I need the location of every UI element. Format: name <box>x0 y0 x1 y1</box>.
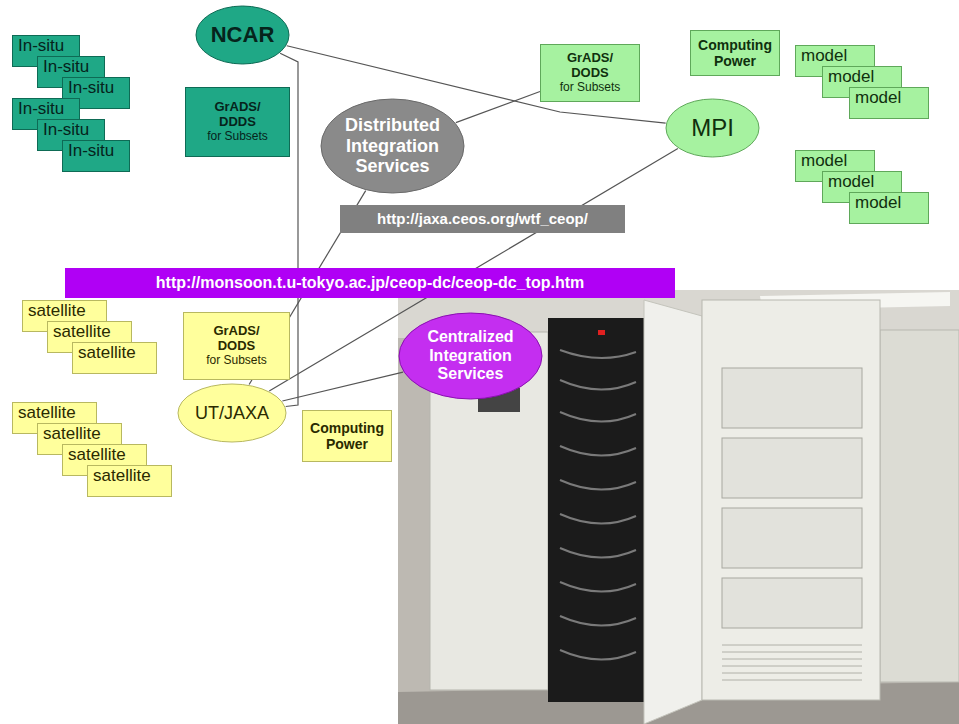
integration-ellipse: Centralized Integration Services <box>398 312 543 400</box>
node-label: In-situ <box>68 78 114 98</box>
node-label: model <box>828 67 874 87</box>
vent-line <box>722 680 862 681</box>
node-label: NCAR <box>211 22 275 47</box>
node-label: model <box>828 172 874 192</box>
rack-cables <box>560 350 636 660</box>
satellite-box: satellite <box>87 465 172 497</box>
node-sublabel: for Subsets <box>206 354 267 368</box>
ellipse-shape <box>321 99 464 193</box>
ellipse-shape <box>399 313 542 399</box>
cable <box>560 446 636 456</box>
satellite-box: satellite <box>72 342 157 374</box>
node-label: Computing Power <box>310 420 384 452</box>
node-label: http://monsoon.t.u-tokyo.ac.jp/ceop-dc/c… <box>156 274 584 292</box>
node-label: model <box>855 88 901 108</box>
connector-line <box>456 91 540 122</box>
node-label: GrADS/ DDDS <box>214 100 260 130</box>
subset-service-box: GrADS/ DODSfor Subsets <box>540 44 640 102</box>
subset-service-box: GrADS/ DDDSfor Subsets <box>185 87 290 157</box>
far-cabinet <box>880 330 959 682</box>
node-label: Centralized Integration Services <box>427 328 513 383</box>
node-label: model <box>801 46 847 66</box>
node-sublabel: for Subsets <box>560 81 621 95</box>
model-box: model <box>849 192 929 224</box>
node-label: satellite <box>43 424 101 444</box>
cable <box>560 380 636 390</box>
cable <box>560 548 636 558</box>
cable <box>560 616 636 626</box>
cable <box>560 582 636 592</box>
vent-line <box>722 673 862 674</box>
subset-service-box: GrADS/ DODSfor Subsets <box>183 312 290 380</box>
vent-line <box>722 645 862 646</box>
vent-line <box>722 659 862 660</box>
right-cabinet <box>702 300 880 700</box>
cable <box>560 350 636 358</box>
node-label: Computing Power <box>698 37 772 69</box>
cabinet-panel <box>722 368 862 428</box>
node-label: In-situ <box>43 120 89 140</box>
vent-line <box>722 666 862 667</box>
node-label: model <box>855 193 901 213</box>
cable <box>560 650 636 660</box>
site-ellipse: NCAR <box>195 5 290 65</box>
node-label: In-situ <box>68 141 114 161</box>
node-label: satellite <box>53 322 111 342</box>
integration-ellipse: Distributed Integration Services <box>320 98 465 194</box>
url-band: http://jaxa.ceos.org/wtf_ceop/ <box>340 205 625 233</box>
node-label: In-situ <box>18 99 64 119</box>
site-ellipse: MPI <box>665 98 760 158</box>
node-label: UT/JAXA <box>195 403 269 424</box>
cable <box>560 480 636 490</box>
node-label: model <box>801 151 847 171</box>
open-door <box>644 300 702 724</box>
connector-line <box>282 372 403 401</box>
node-label: satellite <box>93 466 151 486</box>
node-label: satellite <box>28 301 86 321</box>
vent-line <box>722 652 862 653</box>
computing-power-box: Computing Power <box>302 410 392 462</box>
cable <box>560 412 636 422</box>
node-label: satellite <box>68 445 126 465</box>
node-label: satellite <box>78 343 136 363</box>
cable <box>560 514 636 524</box>
node-label: MPI <box>691 114 734 142</box>
node-label: http://jaxa.ceos.org/wtf_ceop/ <box>377 210 588 227</box>
photo-wall <box>398 290 959 724</box>
node-label: GrADS/ DODS <box>213 324 259 354</box>
url-band: http://monsoon.t.u-tokyo.ac.jp/ceop-dc/c… <box>65 268 675 298</box>
ellipse-shape <box>196 6 289 64</box>
cabinet-panel <box>722 508 862 568</box>
node-label: GrADS/ DODS <box>567 51 613 81</box>
node-label: satellite <box>18 403 76 423</box>
cabinet-panel <box>722 438 862 498</box>
ellipse-shape <box>178 384 286 442</box>
site-ellipse: UT/JAXA <box>177 383 287 443</box>
cabinet-vent <box>722 645 862 680</box>
node-label: Distributed Integration Services <box>345 115 440 177</box>
cabinet-panel <box>722 578 862 628</box>
open-rack <box>548 318 646 702</box>
node-label: In-situ <box>18 36 64 56</box>
computing-power-box: Computing Power <box>690 30 780 76</box>
model-box: model <box>849 87 929 119</box>
in-situ-box: In-situ <box>62 140 130 172</box>
node-label: In-situ <box>43 57 89 77</box>
node-sublabel: for Subsets <box>207 130 268 144</box>
status-light <box>598 330 605 335</box>
ellipse-shape <box>666 99 759 157</box>
